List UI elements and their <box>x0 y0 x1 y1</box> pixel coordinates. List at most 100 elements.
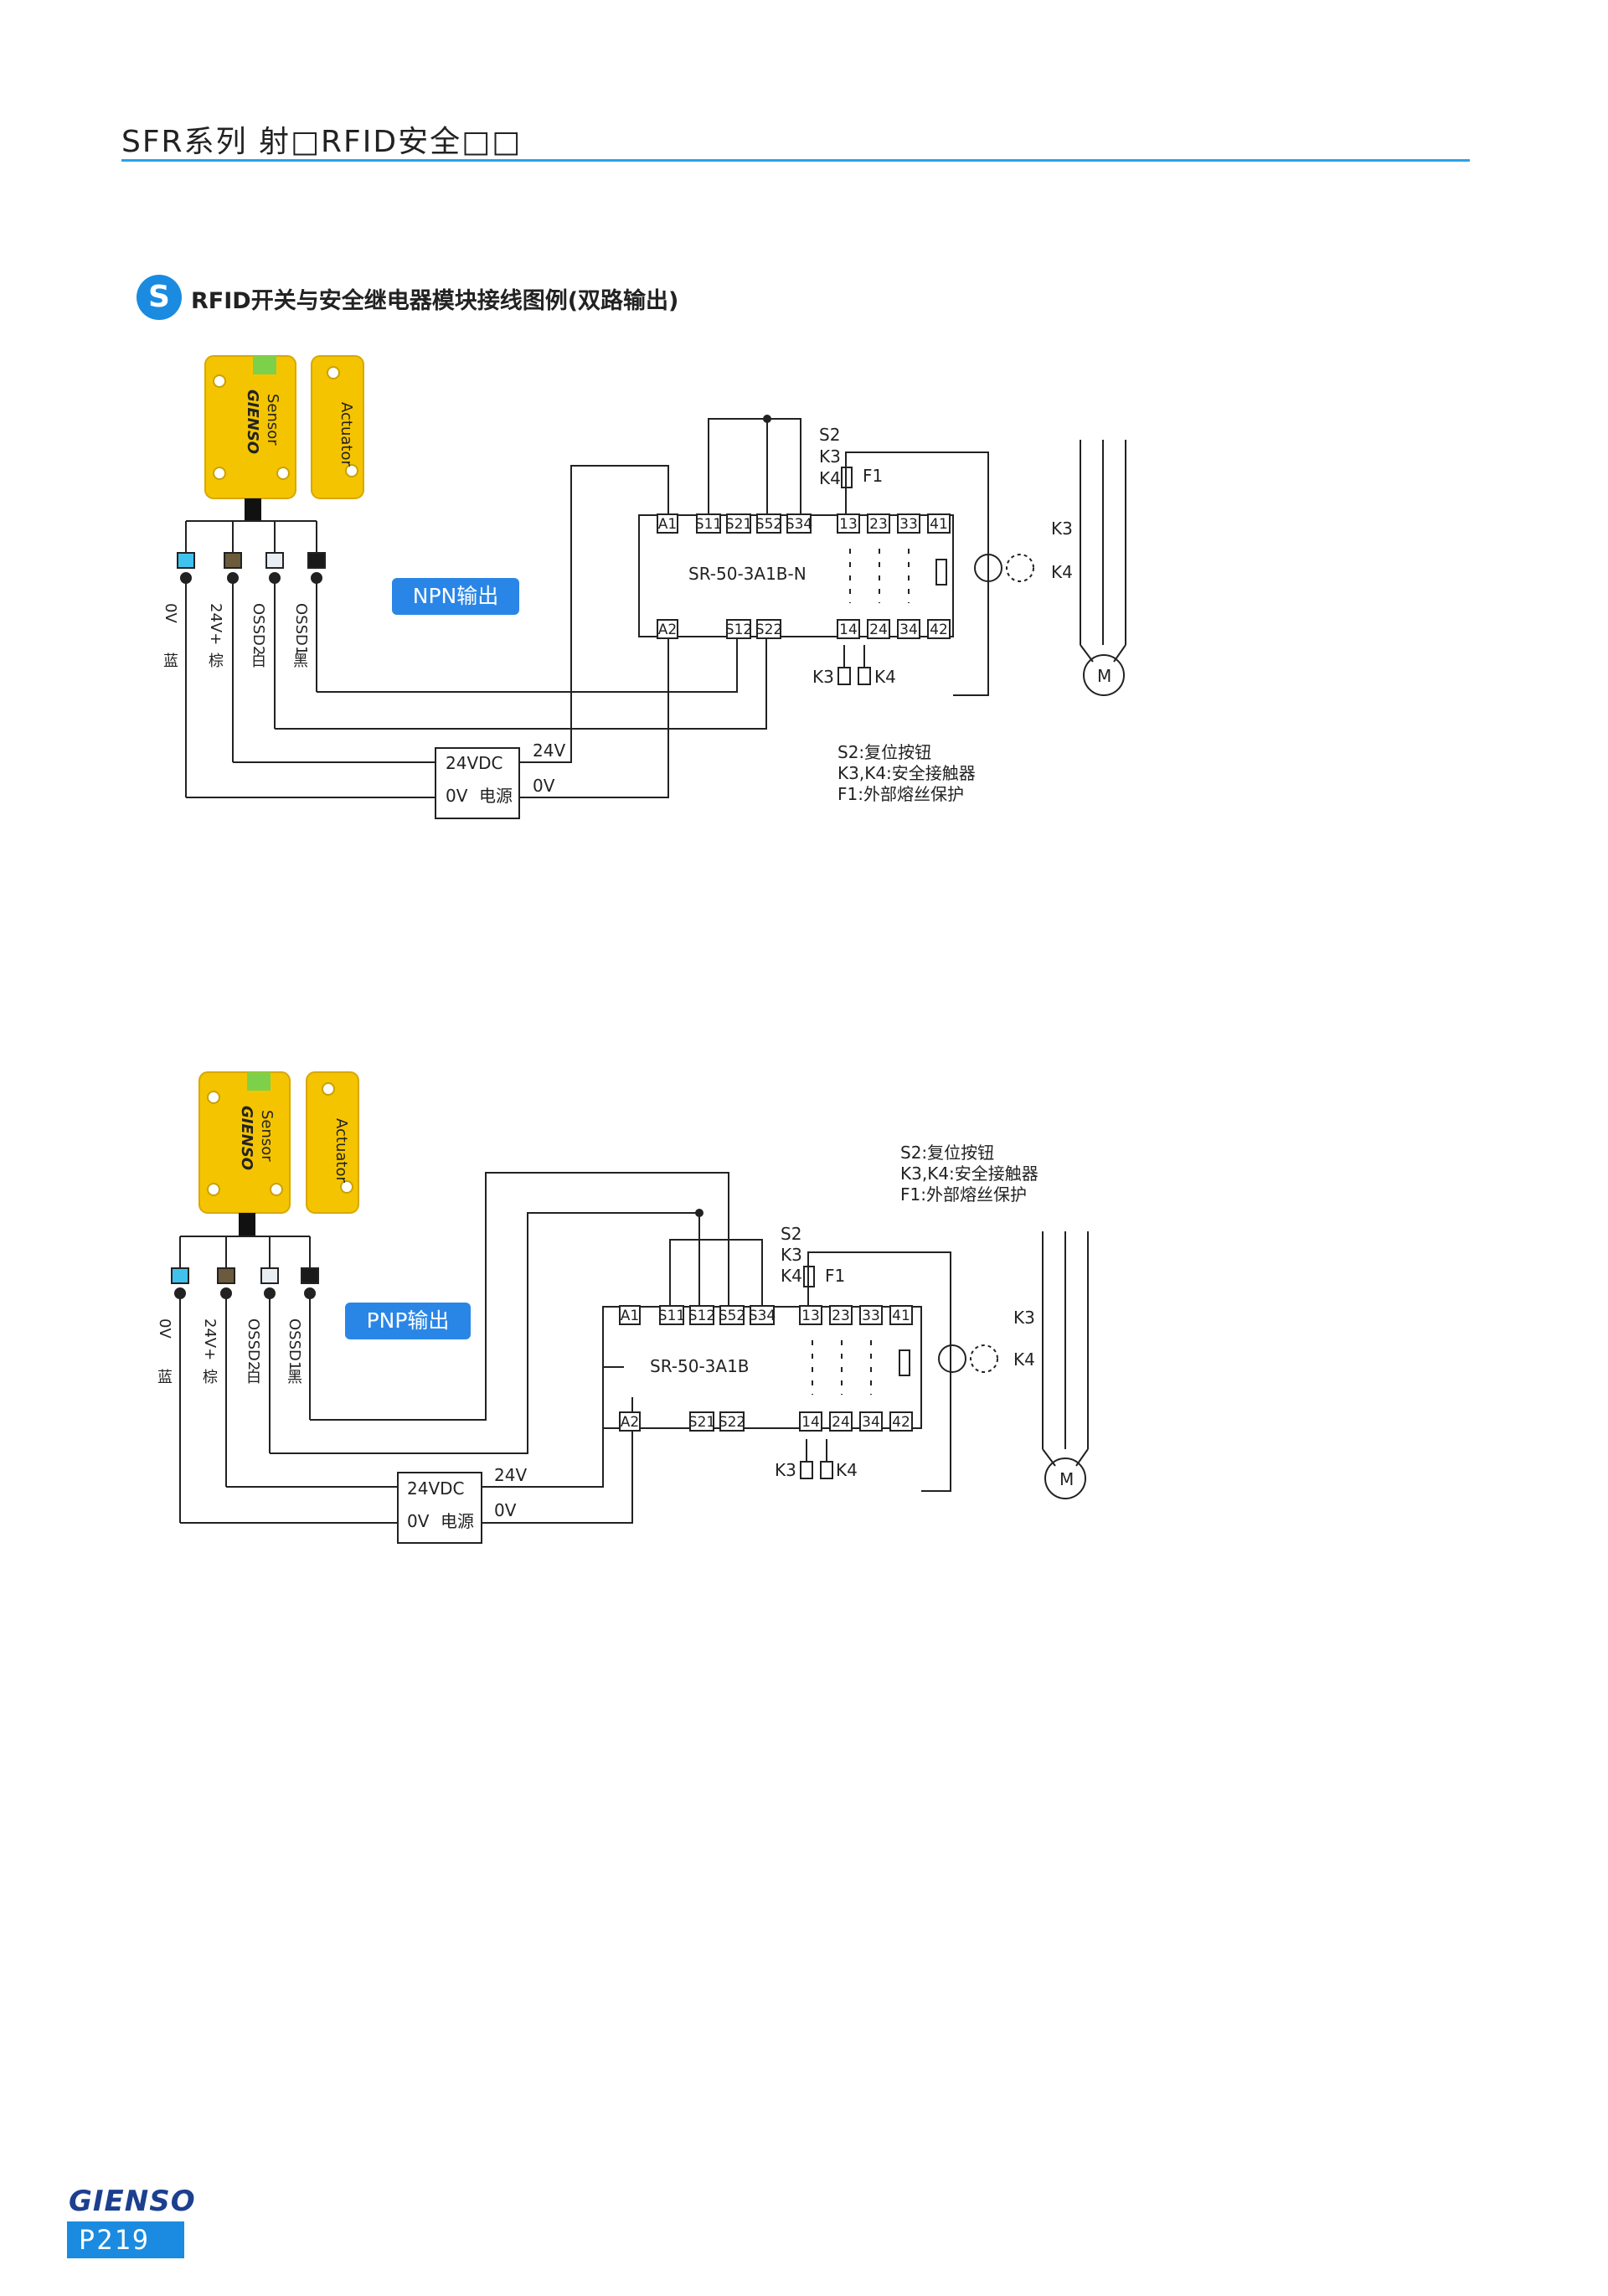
pnp-top-terminal: A1 <box>621 1308 639 1324</box>
npn-output-tag: NPN输出 <box>392 578 519 615</box>
pnp-switch-label: K4 <box>781 1266 802 1286</box>
pnp-switch-label: S2 <box>781 1224 801 1244</box>
npn-fuse-label: F1 <box>863 466 883 486</box>
npn-ps-line2a: 0V <box>446 786 468 806</box>
pnp-wire-color: 蓝 <box>157 1369 173 1386</box>
pnp-motor-label: M <box>1059 1469 1074 1489</box>
pnp-legend-line: K3,K4:安全接触器 <box>900 1163 1038 1184</box>
npn-top-terminal: S21 <box>725 516 752 533</box>
pnp-wire-color: 黑 <box>287 1369 302 1386</box>
pnp-legend-line: S2:复位按钮 <box>900 1143 994 1163</box>
npn-wiring-diagram: A1 S11 S21 S52 S34 13 23 33 41 A2 S12 S2… <box>162 355 1126 819</box>
pnp-bottom-terminal: S21 <box>688 1414 715 1431</box>
pnp-motor-contact: K3 <box>1013 1308 1035 1328</box>
pnp-wire-name: 24V+ <box>201 1318 219 1360</box>
pnp-top-terminal: S11 <box>658 1308 685 1324</box>
pnp-top-terminal: 41 <box>892 1308 910 1324</box>
pnp-top-terminal: S52 <box>719 1308 745 1324</box>
pnp-top-terminal: S34 <box>749 1308 776 1324</box>
npn-top-terminal: 41 <box>930 516 948 533</box>
pnp-coil-label: K4 <box>836 1460 858 1480</box>
npn-legend-line: K3,K4:安全接触器 <box>838 763 976 783</box>
npn-wire-name: 0V <box>162 603 179 623</box>
npn-wire-color: 黑 <box>293 653 308 670</box>
section-title: RFID开关与安全继电器模块接线图例(双路输出) <box>191 288 679 314</box>
section-s-icon: S <box>137 275 182 320</box>
npn-switch-label: K3 <box>819 446 841 467</box>
npn-ps-line2b: 电源 <box>479 786 513 806</box>
pnp-actuator-label: Actuator <box>332 1118 350 1183</box>
pnp-top-terminal: S12 <box>688 1308 715 1324</box>
pnp-wiring-diagram: A1 S11 S12 S52 S34 13 23 33 41 A2 S21 S2… <box>156 1071 1089 1544</box>
pnp-top-terminal: 13 <box>801 1308 820 1324</box>
npn-bottom-terminal: A2 <box>658 622 677 638</box>
pnp-bottom-terminal: A2 <box>621 1414 639 1431</box>
pnp-output-tag: PNP输出 <box>345 1303 471 1339</box>
pnp-ps-line1: 24VDC <box>407 1478 465 1499</box>
npn-switch-label: K4 <box>819 468 841 488</box>
pnp-top-terminal: 23 <box>832 1308 850 1324</box>
npn-bottom-terminal: 42 <box>930 622 948 638</box>
npn-motor-contact: K4 <box>1051 562 1073 582</box>
npn-ps-24v: 24V <box>533 740 565 761</box>
npn-top-terminal: S11 <box>695 516 722 533</box>
pnp-wire-color: 白 <box>246 1369 261 1386</box>
pnp-switch-label: K3 <box>781 1245 802 1265</box>
npn-top-terminal: 13 <box>839 516 858 533</box>
npn-legend-line: F1:外部熔丝保护 <box>838 784 964 804</box>
pnp-ps-line2b: 电源 <box>441 1511 474 1531</box>
pnp-motor-contact: K4 <box>1013 1349 1035 1370</box>
footer-logo: GIENSO <box>69 2185 196 2218</box>
pnp-top-terminal: 33 <box>862 1308 880 1324</box>
npn-sensor-label: Sensor <box>264 394 281 446</box>
pnp-brand-label: GIENSO <box>238 1106 255 1170</box>
npn-wire-name: OSSD1 <box>292 603 310 655</box>
pnp-wire-name: 0V <box>156 1318 173 1339</box>
pnp-ps-0v: 0V <box>494 1500 517 1520</box>
pnp-wire-name: OSSD2 <box>245 1318 262 1370</box>
npn-relay-model: SR-50-3A1B-N <box>688 564 807 584</box>
pnp-ps-line2a: 0V <box>407 1511 430 1531</box>
npn-wire-name: OSSD2 <box>250 603 267 655</box>
npn-actuator-label: Actuator <box>338 402 355 467</box>
npn-ps-line1: 24VDC <box>446 753 503 773</box>
npn-top-terminal: A1 <box>658 516 677 533</box>
pnp-wire-name: OSSD1 <box>286 1318 303 1370</box>
page-header-title: SFR系列 射□RFID安全□□ <box>121 125 523 159</box>
npn-legend-line: S2:复位按钮 <box>838 742 931 762</box>
pnp-bottom-terminal: 34 <box>862 1414 880 1431</box>
npn-coil-label: K3 <box>812 667 834 687</box>
npn-bottom-terminal: 14 <box>839 622 858 638</box>
pnp-bottom-terminal: S22 <box>719 1414 745 1431</box>
pnp-coil-label: K3 <box>775 1460 796 1480</box>
npn-motor-label: M <box>1097 666 1111 686</box>
npn-top-terminal: 33 <box>899 516 918 533</box>
pnp-ps-24v: 24V <box>494 1465 527 1485</box>
npn-ps-0v: 0V <box>533 776 555 796</box>
pnp-bottom-terminal: 14 <box>801 1414 820 1431</box>
npn-wire-color: 棕 <box>209 653 224 670</box>
npn-wire-color: 白 <box>251 653 266 670</box>
npn-top-terminal: 23 <box>869 516 888 533</box>
header-divider <box>121 159 1470 162</box>
pnp-bottom-terminal: 42 <box>892 1414 910 1431</box>
pnp-wire-color: 棕 <box>203 1369 218 1386</box>
npn-bottom-terminal: S22 <box>755 622 782 638</box>
npn-brand-label: GIENSO <box>244 390 261 454</box>
npn-bottom-terminal: 24 <box>869 622 888 638</box>
npn-switch-label: S2 <box>819 425 840 445</box>
npn-top-terminal: S34 <box>786 516 812 533</box>
npn-motor-contact: K3 <box>1051 519 1073 539</box>
pnp-legend-line: F1:外部熔丝保护 <box>900 1184 1027 1205</box>
pnp-fuse-label: F1 <box>825 1266 845 1286</box>
npn-bottom-terminal: S12 <box>725 622 752 638</box>
pnp-bottom-terminal: 24 <box>832 1414 850 1431</box>
npn-top-terminal: S52 <box>755 516 782 533</box>
pnp-sensor-label: Sensor <box>258 1110 276 1162</box>
npn-wire-color: 蓝 <box>163 653 178 670</box>
npn-coil-label: K4 <box>874 667 896 687</box>
page-number: P219 <box>67 2221 184 2258</box>
npn-wire-name: 24V+ <box>207 603 224 645</box>
npn-bottom-terminal: 34 <box>899 622 918 638</box>
pnp-relay-model: SR-50-3A1B <box>650 1356 750 1376</box>
